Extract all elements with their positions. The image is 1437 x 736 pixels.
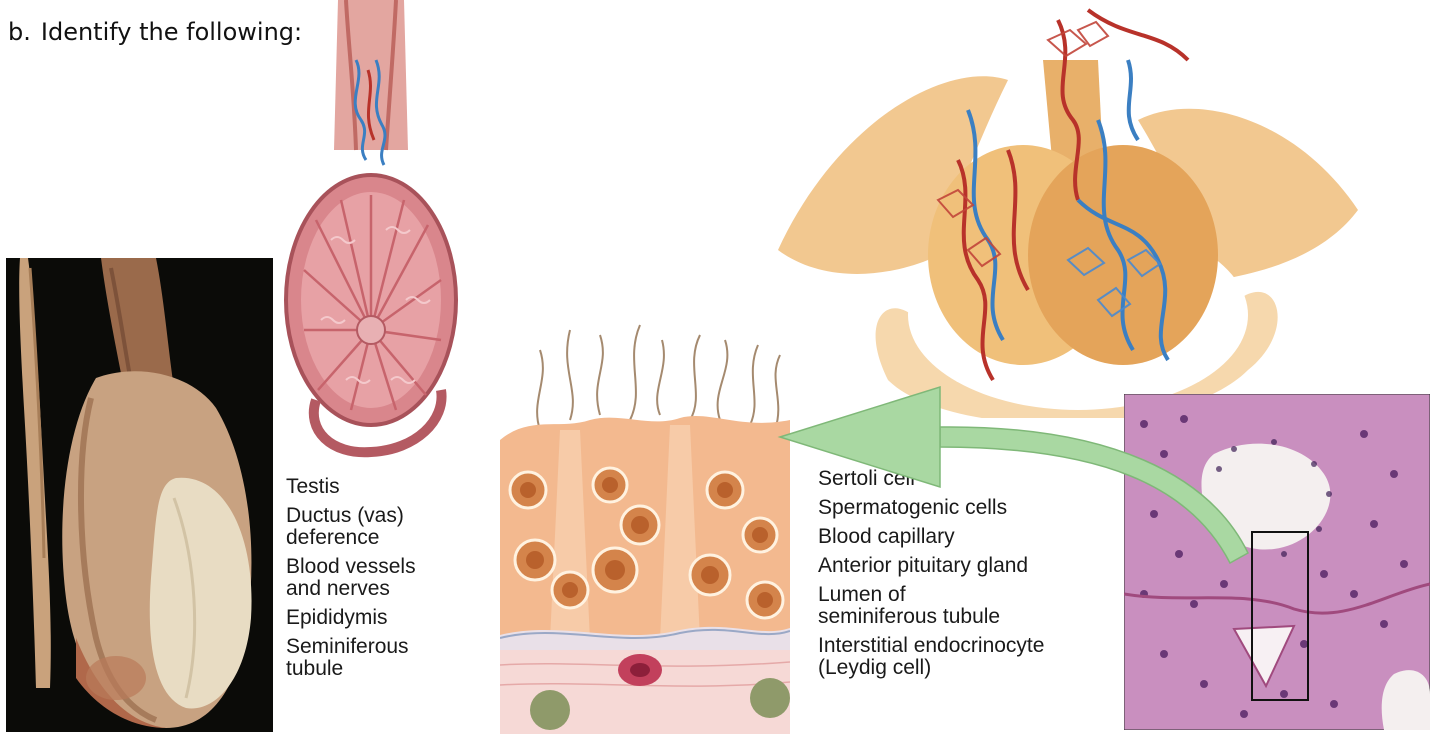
label-epididymis: Epididymis bbox=[286, 607, 496, 629]
label-ductus-deference: Ductus (vas) deference bbox=[286, 505, 496, 549]
label-seminiferous-tubule: Seminiferous tubule bbox=[286, 636, 496, 680]
testis-cross-section-illustration bbox=[276, 0, 466, 470]
testis-labels: Testis Ductus (vas) deference Blood vess… bbox=[286, 476, 496, 687]
question-heading: b. Identify the following: bbox=[8, 18, 302, 46]
label-blood-vessels-nerves: Blood vessels and nerves bbox=[286, 556, 496, 600]
question-text: Identify the following: bbox=[41, 18, 302, 46]
magnification-arrow bbox=[770, 385, 1270, 585]
testis-photo bbox=[6, 258, 273, 732]
seminiferous-epithelium-illustration bbox=[500, 320, 790, 734]
label-leydig-cell: Interstitial endocrinocyte (Leydig cell) bbox=[818, 635, 1118, 679]
pituitary-gland-illustration bbox=[778, 0, 1358, 418]
question-number: b. bbox=[8, 18, 31, 46]
label-testis: Testis bbox=[286, 476, 496, 498]
label-lumen-seminiferous-tubule: Lumen of seminiferous tubule bbox=[818, 584, 1118, 628]
